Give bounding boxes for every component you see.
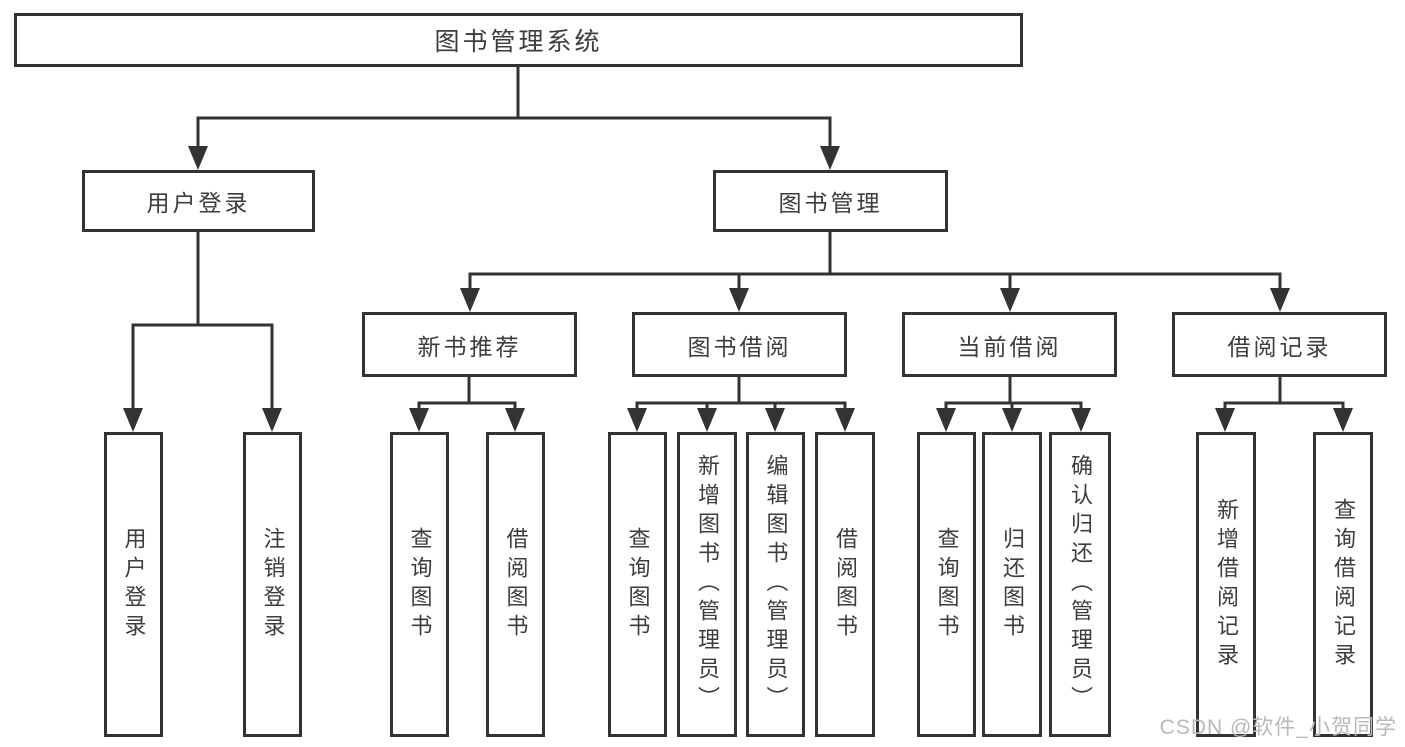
node-label: 图书管理系统 bbox=[434, 28, 603, 56]
node-label: 查询图书 bbox=[934, 526, 960, 643]
node-label: 借阅记录 bbox=[1227, 333, 1332, 360]
arrowhead bbox=[820, 146, 840, 170]
connector-root-to-level1 bbox=[196, 65, 832, 152]
arrowhead bbox=[729, 288, 749, 312]
arrowhead bbox=[1002, 408, 1022, 432]
leaf-query-borrow-record: 查询借阅记录 bbox=[1313, 432, 1373, 737]
connector-records-to-leaves bbox=[1223, 375, 1345, 414]
node-label: 新书推荐 bbox=[417, 333, 522, 360]
leaf-logout: 注销登录 bbox=[243, 432, 302, 737]
node-label: 借阅图书 bbox=[503, 526, 529, 643]
leaf-user-login: 用户登录 bbox=[104, 432, 163, 737]
connector-newbook-to-leaves bbox=[417, 375, 517, 414]
arrowhead bbox=[835, 408, 855, 432]
leaf-confirm-return-admin: 确认归还（管理员） bbox=[1049, 432, 1111, 737]
connector-bookmgmt-to-level2 bbox=[468, 230, 1282, 294]
arrowhead bbox=[505, 408, 525, 432]
node-label: 编辑图书（管理员） bbox=[763, 454, 789, 715]
arrowhead bbox=[188, 146, 208, 170]
node-label: 归还图书 bbox=[1000, 526, 1025, 643]
leaf-query-books-2: 查询图书 bbox=[608, 432, 667, 737]
leaf-query-books-1: 查询图书 bbox=[390, 432, 449, 737]
node-book-management: 图书管理 bbox=[713, 170, 948, 232]
arrowhead bbox=[1270, 288, 1290, 312]
node-label: 查询图书 bbox=[625, 526, 651, 643]
connector-bookborrow-to-leaves bbox=[635, 375, 847, 414]
leaf-edit-books-admin: 编辑图书（管理员） bbox=[746, 432, 805, 737]
node-label: 图书管理 bbox=[778, 190, 883, 216]
node-borrow-records: 借阅记录 bbox=[1172, 312, 1387, 377]
node-label: 查询借阅记录 bbox=[1331, 497, 1356, 672]
arrowhead bbox=[1333, 408, 1353, 432]
arrowhead bbox=[697, 408, 717, 432]
node-current-borrow: 当前借阅 bbox=[902, 312, 1117, 377]
arrowhead bbox=[460, 288, 480, 312]
connector-currentborrow-to-leaves bbox=[944, 375, 1083, 414]
node-label: 当前借阅 bbox=[957, 333, 1062, 360]
leaf-borrow-books-1: 借阅图书 bbox=[486, 432, 545, 737]
arrowhead bbox=[1215, 408, 1235, 432]
node-new-book-recommend: 新书推荐 bbox=[362, 312, 577, 377]
node-book-borrow: 图书借阅 bbox=[632, 312, 847, 377]
arrowhead bbox=[123, 408, 143, 432]
node-label: 图书借阅 bbox=[687, 333, 792, 360]
leaf-return-books: 归还图书 bbox=[982, 432, 1042, 737]
leaf-add-books-admin: 新增图书（管理员） bbox=[677, 432, 737, 737]
connector-userlogin-to-leaves bbox=[131, 230, 274, 414]
node-label: 注销登录 bbox=[260, 526, 286, 643]
node-label: 用户登录 bbox=[146, 190, 251, 216]
node-root-library-system: 图书管理系统 bbox=[14, 13, 1023, 67]
arrowheads bbox=[123, 146, 1353, 432]
arrowhead bbox=[1000, 288, 1020, 312]
csdn-watermark: CSDN @软件_小贺同学 bbox=[1159, 716, 1397, 739]
node-user-login: 用户登录 bbox=[82, 170, 315, 232]
arrowhead bbox=[1071, 408, 1091, 432]
arrowhead bbox=[262, 408, 282, 432]
leaf-borrow-books-2: 借阅图书 bbox=[815, 432, 875, 737]
node-label: 确认归还（管理员） bbox=[1068, 454, 1093, 715]
node-label: 借阅图书 bbox=[833, 526, 858, 643]
node-label: 新增图书（管理员） bbox=[695, 454, 720, 715]
node-label: 新增借阅记录 bbox=[1214, 497, 1239, 672]
leaf-query-books-3: 查询图书 bbox=[917, 432, 976, 737]
arrowhead bbox=[765, 408, 785, 432]
arrowhead bbox=[409, 408, 429, 432]
arrowhead bbox=[936, 408, 956, 432]
arrowhead bbox=[627, 408, 647, 432]
node-label: 用户登录 bbox=[121, 526, 147, 643]
node-label: 查询图书 bbox=[407, 526, 433, 643]
leaf-add-borrow-record: 新增借阅记录 bbox=[1196, 432, 1256, 737]
